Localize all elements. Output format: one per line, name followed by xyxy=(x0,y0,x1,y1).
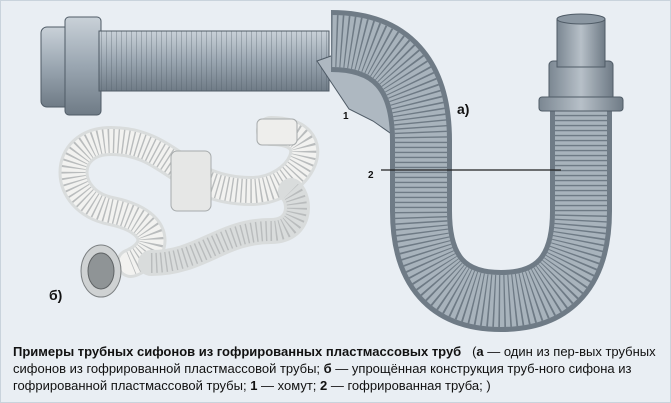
label-item-1: 1 xyxy=(343,111,349,122)
caption-num-1: 1 xyxy=(250,378,258,393)
caption-title: Примеры трубных сифонов из гофрированных… xyxy=(13,344,462,359)
figure-caption: Примеры трубных сифонов из гофрированных… xyxy=(13,344,656,393)
caption-letter-a: а xyxy=(476,344,484,359)
caption-text-b: — упрощённая конструкция труб-ного сифон… xyxy=(13,361,632,393)
caption-letter-b: б xyxy=(323,361,332,376)
horizontal-pipe xyxy=(40,16,330,116)
label-a: а) xyxy=(457,101,470,117)
caption-num-2: 2 xyxy=(320,378,328,393)
white-flex-siphon xyxy=(58,116,320,298)
label-item-2: 2 xyxy=(368,170,374,181)
label-b: б) xyxy=(49,287,63,303)
caption-text-a: — один из пер-вых трубных сифонов из гоф… xyxy=(13,344,656,376)
caption-text-2: — гофрированная труба; ) xyxy=(327,378,491,393)
siphon-illustration xyxy=(40,10,624,333)
u-bend-pipe xyxy=(329,10,612,333)
caption-text-1: — хомут; xyxy=(257,378,321,393)
outlet-fitting xyxy=(538,13,624,112)
